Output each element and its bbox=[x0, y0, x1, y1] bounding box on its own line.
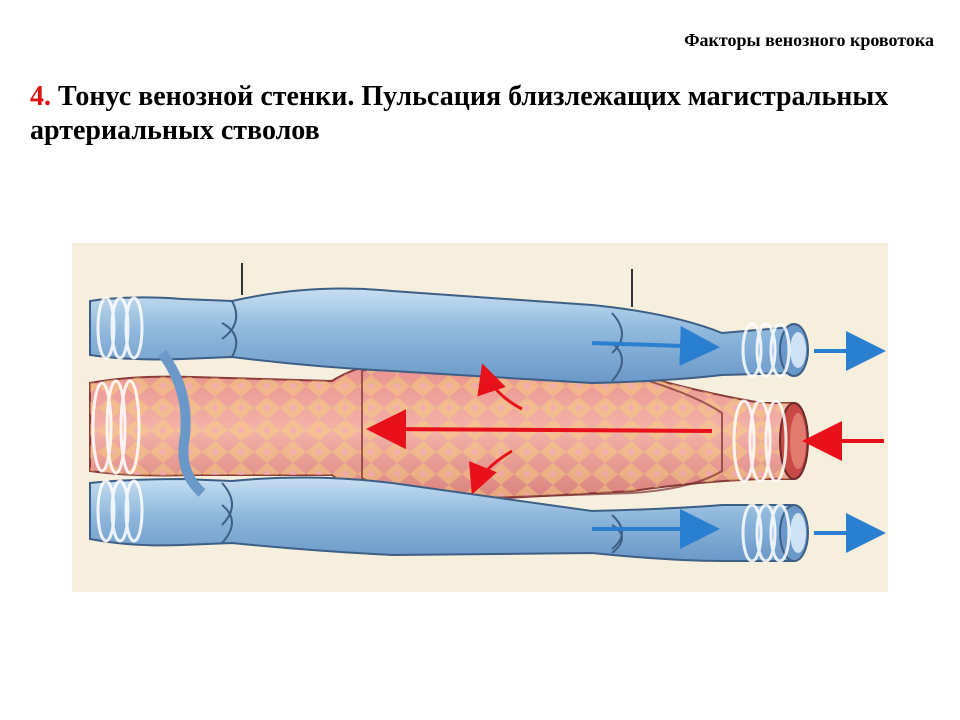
slide-header: Факторы венозного кровотока bbox=[684, 30, 934, 50]
upper-pulse-arrow bbox=[477, 363, 523, 411]
upper-vein-flow-arrow bbox=[591, 325, 720, 366]
vessel-illustration-svg bbox=[72, 243, 888, 592]
slide-title: 4. Тонус венозной стенки. Пульсация близ… bbox=[30, 80, 940, 148]
title-number: 4. bbox=[30, 81, 51, 112]
connecting-vessel bbox=[157, 350, 206, 497]
artery-pulse-flow-arrow bbox=[366, 409, 713, 450]
upper-vein-valve-left bbox=[221, 300, 238, 358]
lower-vein-vessel bbox=[89, 476, 886, 563]
title-text: Тонус венозной стенки. Пульсация близлеж… bbox=[30, 81, 889, 146]
lower-pulse-arrow bbox=[468, 449, 513, 495]
lower-vein-valve-left bbox=[221, 482, 233, 544]
vessel-illustration bbox=[72, 243, 888, 592]
upper-vein-vessel bbox=[89, 263, 886, 385]
